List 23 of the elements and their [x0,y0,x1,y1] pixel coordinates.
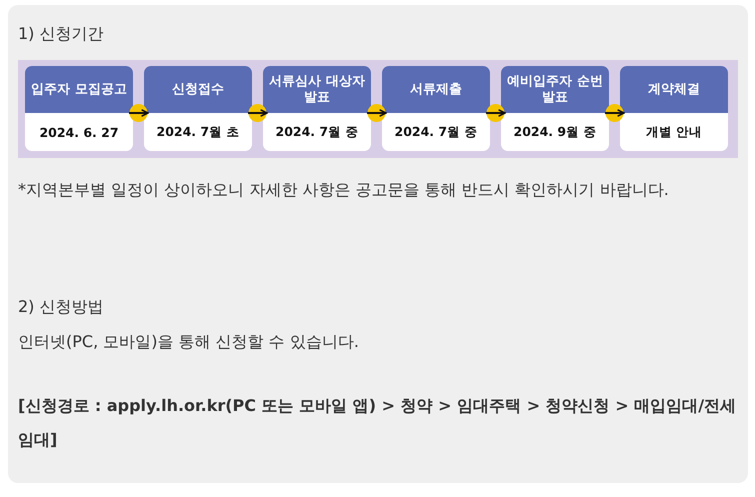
step-card [144,66,252,151]
step-title: 서류심사 대상자 발표 [263,66,371,113]
step-title: 입주자 모집공고 [25,66,133,113]
route-text: [신청경로 : apply.lh.or.kr(PC 또는 모바일 앱) > 청약 > 임대주택 > 청약신청 > 매입임대/전세임대] [18,395,738,451]
step-card [263,66,371,151]
step-date: 2024. 7월 중 [274,122,360,140]
step-card [382,66,490,151]
step-date: 2024. 7월 초 [156,122,240,140]
paragraph: *지역본부별 일정이 상이하오니 자세한 사항은 공고문을 통해 반드시 확인하시기 바랍니다. [18,179,670,201]
step-date: 개별 안내 [644,122,704,140]
section-heading: 2) 신청방법 [18,296,105,318]
step-title: 서류제출 [382,66,490,113]
step-date: 2024. 9월 중 [512,122,598,140]
step-date: 2024. 6. 27 [38,124,120,142]
step-title: 신청접수 [144,66,252,113]
section-heading: 1) 신청기간 [18,23,105,45]
paragraph: 인터넷(PC, 모바일)을 통해 신청할 수 있습니다. [18,331,360,353]
step-date: 2024. 7월 중 [394,122,478,140]
step-title: 계약체결 [620,66,728,113]
step-card [25,66,133,151]
step-card [501,66,609,151]
step-title: 예비입주자 순번 발표 [501,66,609,113]
step-card [620,66,728,151]
